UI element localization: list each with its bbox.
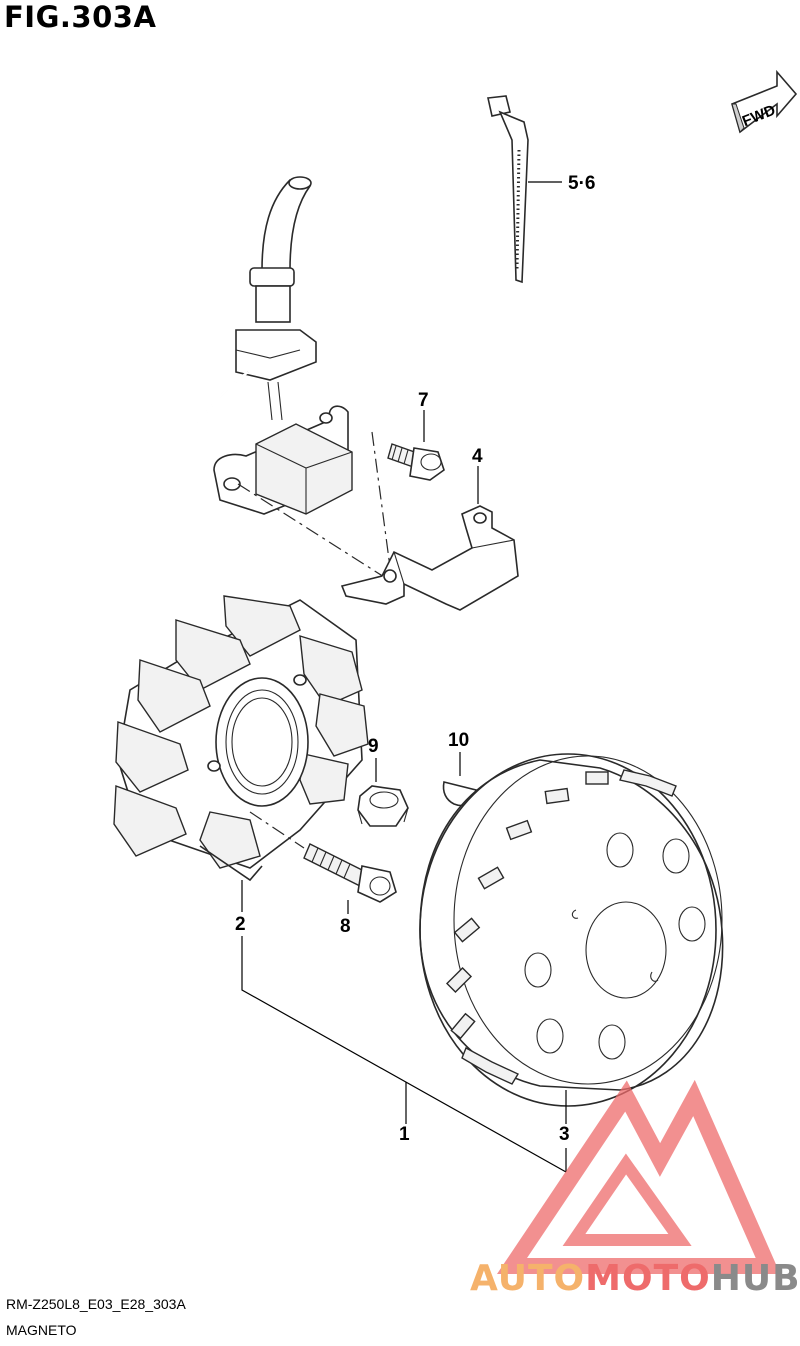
assembly-line-bolt-7 (371, 431, 393, 583)
watermark-hub: HUB (710, 1258, 800, 1299)
figure-title: FIG.303A (4, 0, 157, 34)
bolt-8 (249, 811, 397, 903)
watermark-moto: MOTO (585, 1258, 711, 1299)
watermark-auto: AUTO (470, 1258, 586, 1299)
footer-model-code: RM-Z250L8_E03_E28_303A (6, 1296, 186, 1312)
callout-4: 4 (472, 446, 483, 467)
leader-line-2 (241, 936, 567, 1173)
cable-tie (487, 95, 529, 284)
callout-1: 1 (399, 1124, 410, 1145)
automotohub-logo-icon (497, 1079, 781, 1274)
stator-2 (113, 595, 369, 882)
automotohub-watermark: AUTOMOTOHUB (470, 1258, 800, 1299)
callout-3: 3 (559, 1124, 570, 1145)
callout-9: 9 (368, 736, 379, 757)
callout-8: 8 (340, 916, 351, 937)
pulser-coil (213, 405, 353, 515)
nut-9 (357, 785, 409, 827)
footer-section-name: MAGNETO (6, 1322, 77, 1338)
callout-5-6: 5·6 (568, 173, 595, 194)
bolt-7 (387, 443, 445, 481)
fwd-arrow-icon: FWD (731, 69, 798, 134)
wire-harness (155, 176, 317, 661)
callout-2: 2 (235, 914, 246, 935)
rotor-3 (419, 753, 724, 1107)
callout-7: 7 (418, 390, 429, 411)
assembly-line-clamp (237, 483, 393, 583)
callout-10: 10 (448, 730, 469, 751)
clamp-bracket-4 (340, 505, 519, 611)
